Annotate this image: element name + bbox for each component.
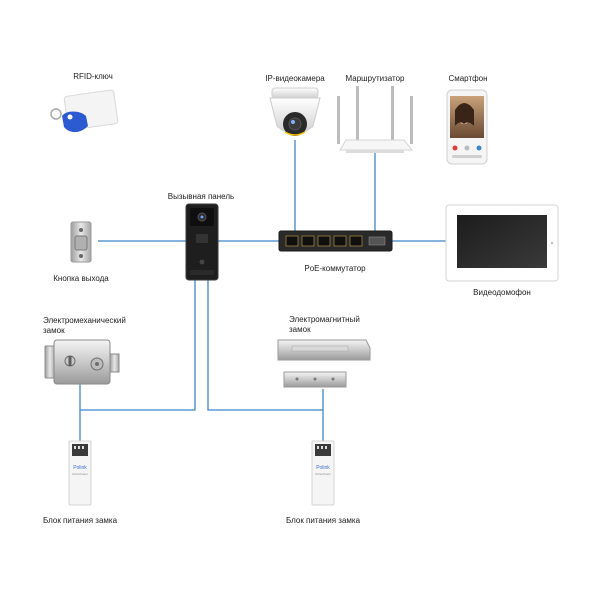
label-call-panel: Вызывная панель [167, 192, 235, 201]
label-poe-switch: PoE-коммутатор [304, 264, 366, 273]
poe-switch-icon [278, 230, 393, 252]
label-psu-right: Блок питания замка [285, 516, 361, 525]
video-intercom-icon [445, 204, 559, 282]
psu-right-brand: Polink [316, 465, 330, 471]
wire-panel-left-lock [79, 280, 196, 411]
lock-psu-left-icon: Polink Ultra Power [68, 440, 92, 506]
rfid-key-icon [50, 89, 119, 133]
exit-button-icon [70, 221, 92, 263]
smartphone-icon [446, 89, 488, 165]
label-ip-camera: IP-видеокамера [265, 74, 325, 83]
label-smartphone: Смартфон [448, 74, 488, 83]
ip-camera-icon [269, 87, 321, 136]
label-electromagnetic-lock-line2: замок [289, 325, 311, 334]
wire-panel-right-lock [207, 280, 324, 411]
psu-left-brand: Polink [73, 465, 87, 471]
call-panel-icon [185, 203, 219, 281]
label-exit-button: Кнопка выхода [53, 274, 109, 283]
label-electromechanical-lock-line1: Электромеханический [43, 316, 126, 325]
label-electromechanical-lock-line2: замок [43, 326, 65, 335]
label-electromagnetic-lock-line1: Электромагнитный [289, 315, 360, 324]
label-router: Маршрутизатор [345, 74, 405, 83]
label-video-intercom: Видеодомофон [473, 288, 531, 297]
psu-right-brand-sub: Ultra Power [315, 472, 331, 476]
electromechanical-lock-icon [44, 339, 120, 385]
electromagnetic-lock-icon [277, 339, 371, 388]
router-icon [337, 86, 414, 153]
lock-psu-right-icon: Polink Ultra Power [311, 440, 335, 506]
label-rfid-key: RFID-ключ [73, 72, 113, 81]
psu-left-brand-sub: Ultra Power [72, 472, 88, 476]
wires [79, 140, 446, 443]
label-psu-left: Блок питания замка [42, 516, 118, 525]
